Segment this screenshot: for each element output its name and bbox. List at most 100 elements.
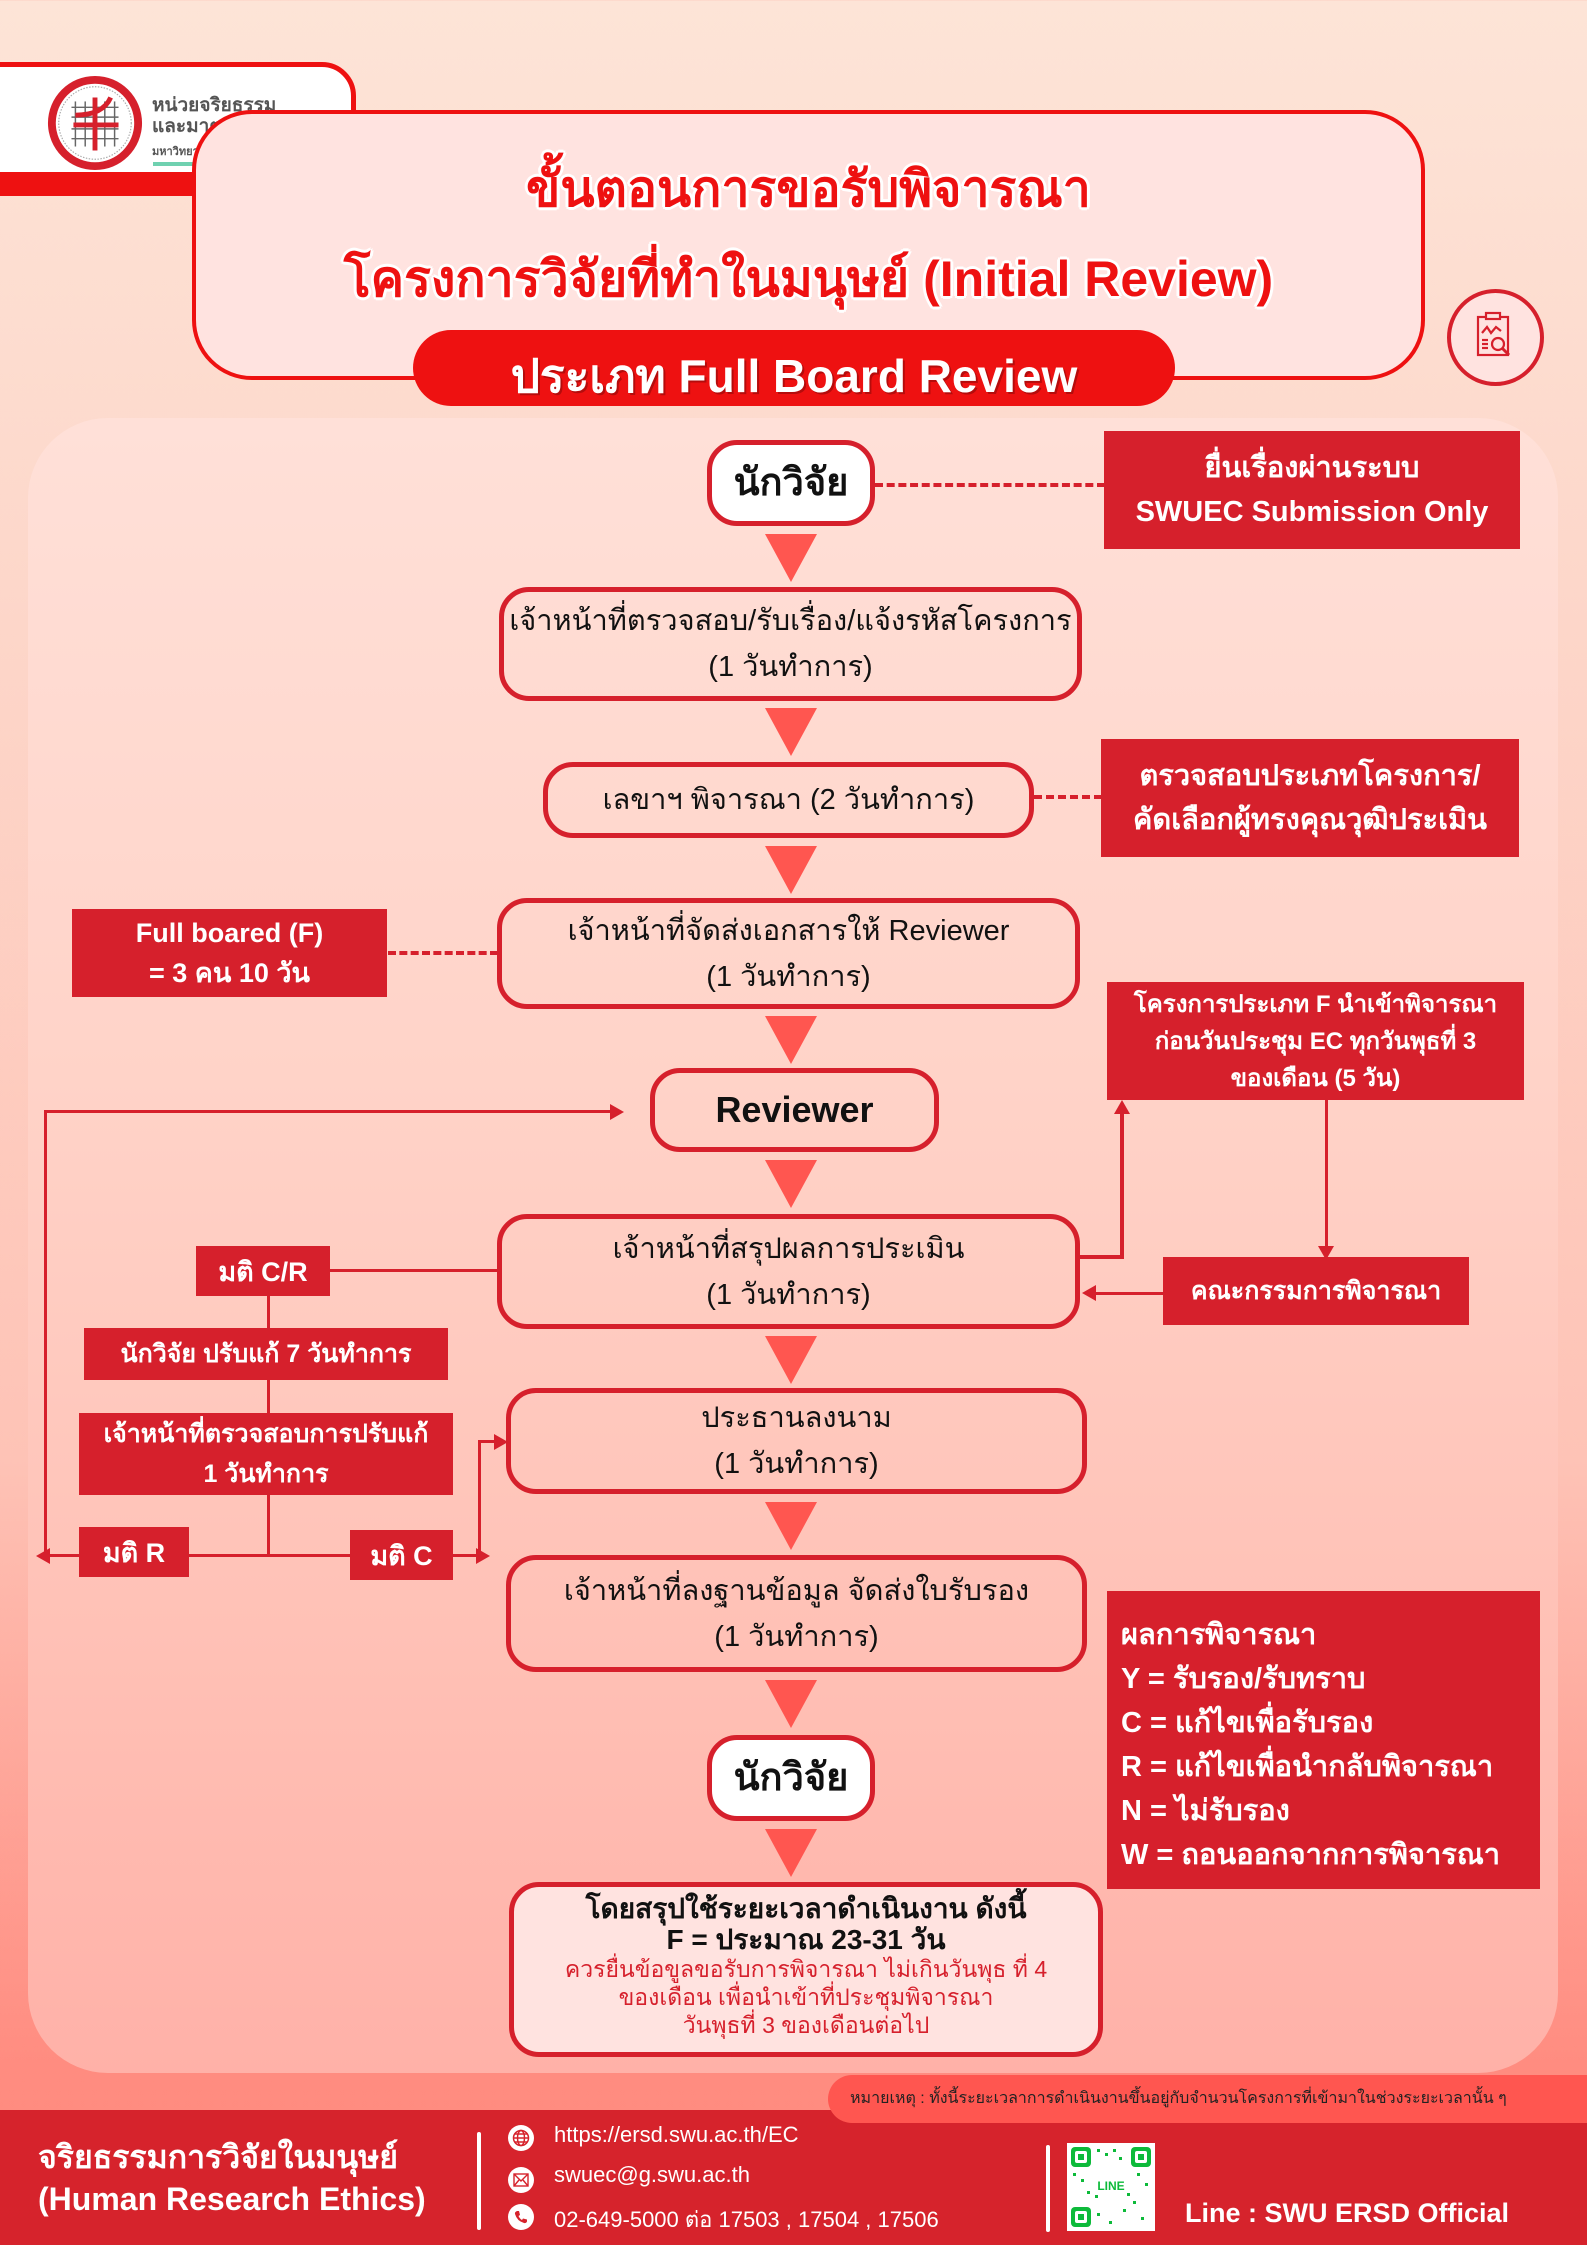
summary-advice-line1: ควรยื่นข้อขูลขอรับการพิจารณา ไม่เกินวันพ… — [564, 1956, 1048, 1982]
connector-line — [1325, 1100, 1328, 1248]
connector-dashed — [388, 951, 498, 955]
phone-icon — [508, 2204, 534, 2230]
footer-line-account: Line : SWU ERSD Official — [1185, 2198, 1510, 2228]
connector-line — [44, 1111, 47, 1556]
resolution-c-label: มติ C — [370, 1540, 433, 1571]
step-secretary: เลขาฯ พิจารณา (2 วันทำการ) — [543, 762, 1034, 838]
connector-line — [453, 1554, 478, 1557]
resolution-r-badge: มติ R — [79, 1527, 189, 1577]
note-meeting-line2: ก่อนวันประชุม EC ทุกวันพุธที่ 3 — [1154, 1027, 1477, 1055]
step-staff-summary: เจ้าหน้าที่สรุปผลการประเมิน (1 วันทำการ) — [497, 1214, 1080, 1329]
summary-advice-line3: วันพุธที่ 3 ของเดือนต่อไป — [682, 2012, 930, 2038]
globe-icon — [508, 2125, 534, 2151]
arrow-down-icon — [765, 1160, 817, 1208]
remark-note: หมายเหตุ : ทั้งนี้ระยะเวลาการดำเนินงานขึ… — [828, 2075, 1587, 2123]
note-staff-revise: เจ้าหน้าที่ตรวจสอบการปรับแก้ 1 วันทำการ — [79, 1413, 453, 1495]
logo-accent-bar — [153, 162, 200, 166]
note-check-type-line1: ตรวจสอบประเภทโครงการ/ — [1139, 760, 1481, 792]
summary-box: โดยสรุปใช้ระยะเวลาดำเนินงาน ดังนี้ F = ป… — [509, 1882, 1103, 2057]
qr-label: LINE — [1097, 2179, 1124, 2193]
connector-line — [44, 1110, 614, 1113]
page-title-line1: ขั้นตอนการขอรับพิจารณา — [526, 161, 1091, 217]
page-subtitle: ประเภท Full Board Review — [510, 350, 1078, 402]
legend-box: ผลการพิจารณา Y = รับรอง/รับทราบ C = แก้ไ… — [1107, 1591, 1540, 1889]
note-committee-label: คณะกรรมการพิจารณา — [1190, 1277, 1442, 1305]
legend-item-w: W = ถอนออกจากการพิจารณา — [1121, 1839, 1501, 1871]
step-label: เจ้าหน้าที่สรุปผลการประเมิน — [612, 1232, 965, 1265]
legend-item-r: R = แก้ไขเพื่อนำกลับพิจารณา — [1121, 1751, 1494, 1783]
step-label: เจ้าหน้าที่ตรวจสอบ/รับเรื่อง/แจ้งรหัสโคร… — [509, 605, 1072, 637]
summary-total-duration: F = ประมาณ 23-31 วัน — [666, 1924, 946, 1955]
clipboard-analysis-icon — [1447, 289, 1544, 386]
arrow-down-icon — [765, 1502, 817, 1550]
footer — [0, 2110, 1587, 2245]
step-label: เลขาฯ พิจารณา (2 วันทำการ) — [602, 784, 975, 816]
note-check-type: ตรวจสอบประเภทโครงการ/ คัดเลือกผู้ทรงคุณว… — [1101, 739, 1519, 857]
arrow-down-icon — [765, 1680, 817, 1728]
step-label: เจ้าหน้าที่จัดส่งเอกสารให้ Reviewer — [567, 914, 1010, 947]
arrowhead-up-icon — [1114, 1100, 1130, 1114]
footer-divider — [477, 2132, 481, 2230]
summary-advice-line2: ของเดือน เพื่อนำเข้าที่ประชุมพิจารณา — [618, 1984, 994, 2010]
step-reviewer: Reviewer — [650, 1068, 939, 1152]
note-check-type-line2: คัดเลือกผู้ทรงคุณวุฒิประเมิน — [1133, 804, 1487, 836]
connector-line — [1120, 1110, 1124, 1259]
summary-heading: โดยสรุปใช้ระยะเวลาดำเนินงาน ดังนี้ — [585, 1893, 1027, 1924]
step-duration: (1 วันทำการ) — [714, 1620, 879, 1653]
note-committee: คณะกรรมการพิจารณา — [1163, 1257, 1469, 1325]
resolution-r-label: มติ R — [102, 1537, 166, 1568]
step-label: Reviewer — [715, 1089, 874, 1130]
resolution-cr-badge: มติ C/R — [196, 1246, 330, 1296]
arrow-down-icon — [765, 534, 817, 582]
step-duration: (1 วันทำการ) — [706, 960, 871, 993]
legend-item-c: C = แก้ไขเพื่อรับรอง — [1121, 1707, 1374, 1739]
subtitle-pill — [413, 330, 1175, 406]
footer-divider — [1046, 2145, 1050, 2232]
note-submission-line1: ยื่นเรื่องผ่านระบบ — [1204, 452, 1420, 484]
arrow-down-icon — [765, 1336, 817, 1384]
connector-line — [478, 1440, 498, 1443]
page-title-line2: โครงการวิจัยที่ทำในมนุษย์ (Initial Revie… — [343, 251, 1274, 307]
step-chair-sign: ประธานลงนาม (1 วันทำการ) — [506, 1388, 1087, 1494]
step-researcher-start: นักวิจัย — [707, 440, 875, 526]
step-researcher-end: นักวิจัย — [707, 1735, 875, 1821]
arrowhead-left-icon — [1082, 1285, 1096, 1301]
step-label: เจ้าหน้าที่ลงฐานข้อมูล จัดส่งใบรับรอง — [563, 1574, 1030, 1607]
footer-title-th: จริยธรรมการวิจัยในมนุษย์ — [38, 2139, 398, 2175]
note-staff-revise-line1: เจ้าหน้าที่ตรวจสอบการปรับแก้ — [103, 1420, 429, 1448]
resolution-c-badge: มติ C — [350, 1530, 453, 1580]
step-label: นักวิจัย — [733, 462, 849, 504]
connector-dashed — [875, 483, 1105, 487]
connector-line — [478, 1440, 481, 1556]
note-full-board: Full boared (F) = 3 คน 10 วัน — [72, 909, 387, 997]
legend-title: ผลการพิจารณา — [1121, 1619, 1317, 1651]
step-duration: (1 วันทำการ) — [708, 651, 873, 683]
step-staff-record: เจ้าหน้าที่ลงฐานข้อมูล จัดส่งใบรับรอง (1… — [506, 1555, 1087, 1672]
legend-item-y: Y = รับรอง/รับทราบ — [1121, 1663, 1366, 1695]
line-qr-code[interactable]: LINE — [1067, 2143, 1155, 2231]
arrowhead-right-icon — [494, 1434, 508, 1450]
note-full-board-line2: = 3 คน 10 วัน — [149, 958, 310, 988]
step-duration: (1 วันทำการ) — [706, 1278, 871, 1311]
note-meeting: โครงการประเภท F นำเข้าพิจารณา ก่อนวันประ… — [1107, 982, 1524, 1100]
footer-website-link[interactable]: https://ersd.swu.ac.th/EC — [554, 2122, 799, 2147]
arrow-down-icon — [765, 1016, 817, 1064]
note-meeting-line1: โครงการประเภท F นำเข้าพิจารณา — [1133, 990, 1498, 1018]
arrowhead-right-icon — [610, 1104, 624, 1120]
connector-line — [44, 1554, 474, 1557]
arrow-down-icon — [765, 1829, 817, 1877]
note-staff-revise-line2: 1 วันทำการ — [203, 1460, 329, 1488]
arrow-down-icon — [765, 708, 817, 756]
legend-item-n: N = ไม่รับรอง — [1121, 1795, 1290, 1827]
note-full-board-line1: Full boared (F) — [135, 918, 324, 948]
step-duration: (1 วันทำการ) — [714, 1448, 879, 1480]
footer-email-link[interactable]: swuec@g.swu.ac.th — [554, 2162, 750, 2187]
footer-title-en: (Human Research Ethics) — [38, 2181, 426, 2217]
connector-line — [1095, 1292, 1163, 1295]
connector-line — [1078, 1255, 1124, 1259]
arrowhead-down-icon — [1318, 1246, 1334, 1260]
note-researcher-revise-label: นักวิจัย ปรับแก้ 7 วันทำการ — [120, 1340, 412, 1368]
step-label: ประธานลงนาม — [701, 1402, 892, 1434]
arrow-down-icon — [765, 846, 817, 894]
arrowhead-left-icon — [36, 1548, 50, 1564]
